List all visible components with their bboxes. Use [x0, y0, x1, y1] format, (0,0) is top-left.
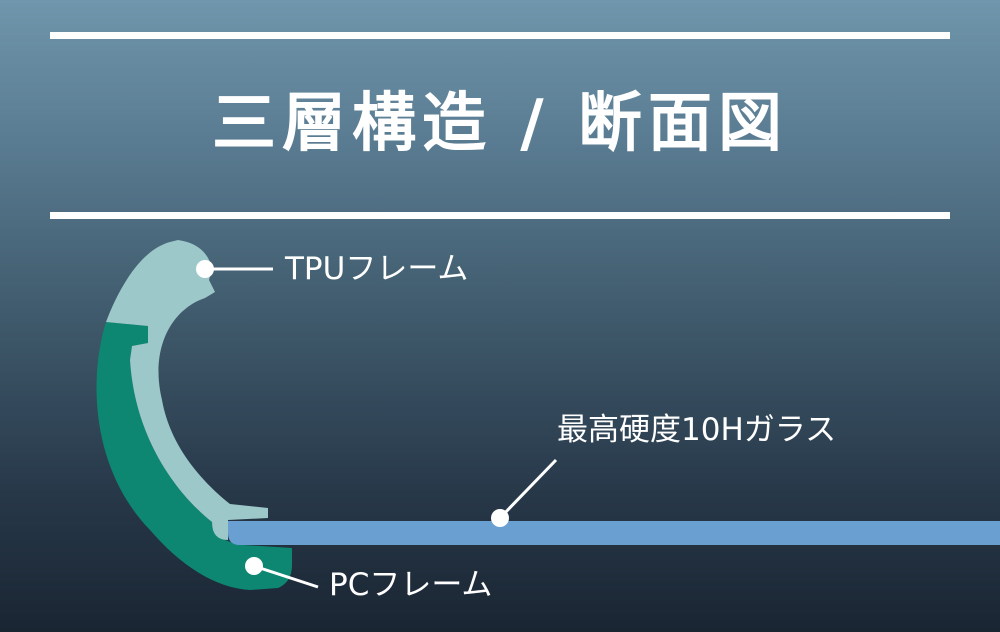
glass-marker-dot [491, 509, 509, 527]
pc-leader-line [253, 564, 319, 589]
pc-frame-layer [96, 322, 292, 590]
tpu-frame-label: TPUフレーム [285, 251, 469, 287]
glass-label: 最高硬度10Hガラス [557, 412, 837, 448]
pc-frame-label: PCフレーム [329, 567, 493, 603]
bottom-divider-line [50, 212, 950, 219]
top-divider-line [50, 32, 950, 39]
tpu-marker-dot [196, 260, 214, 278]
pc-marker-dot [245, 557, 263, 575]
glass-layer [228, 521, 1000, 545]
tpu-frame-layer [106, 240, 268, 540]
glass-leader-line [498, 458, 558, 520]
page-title: 三層構造 / 断面図 [212, 87, 788, 161]
